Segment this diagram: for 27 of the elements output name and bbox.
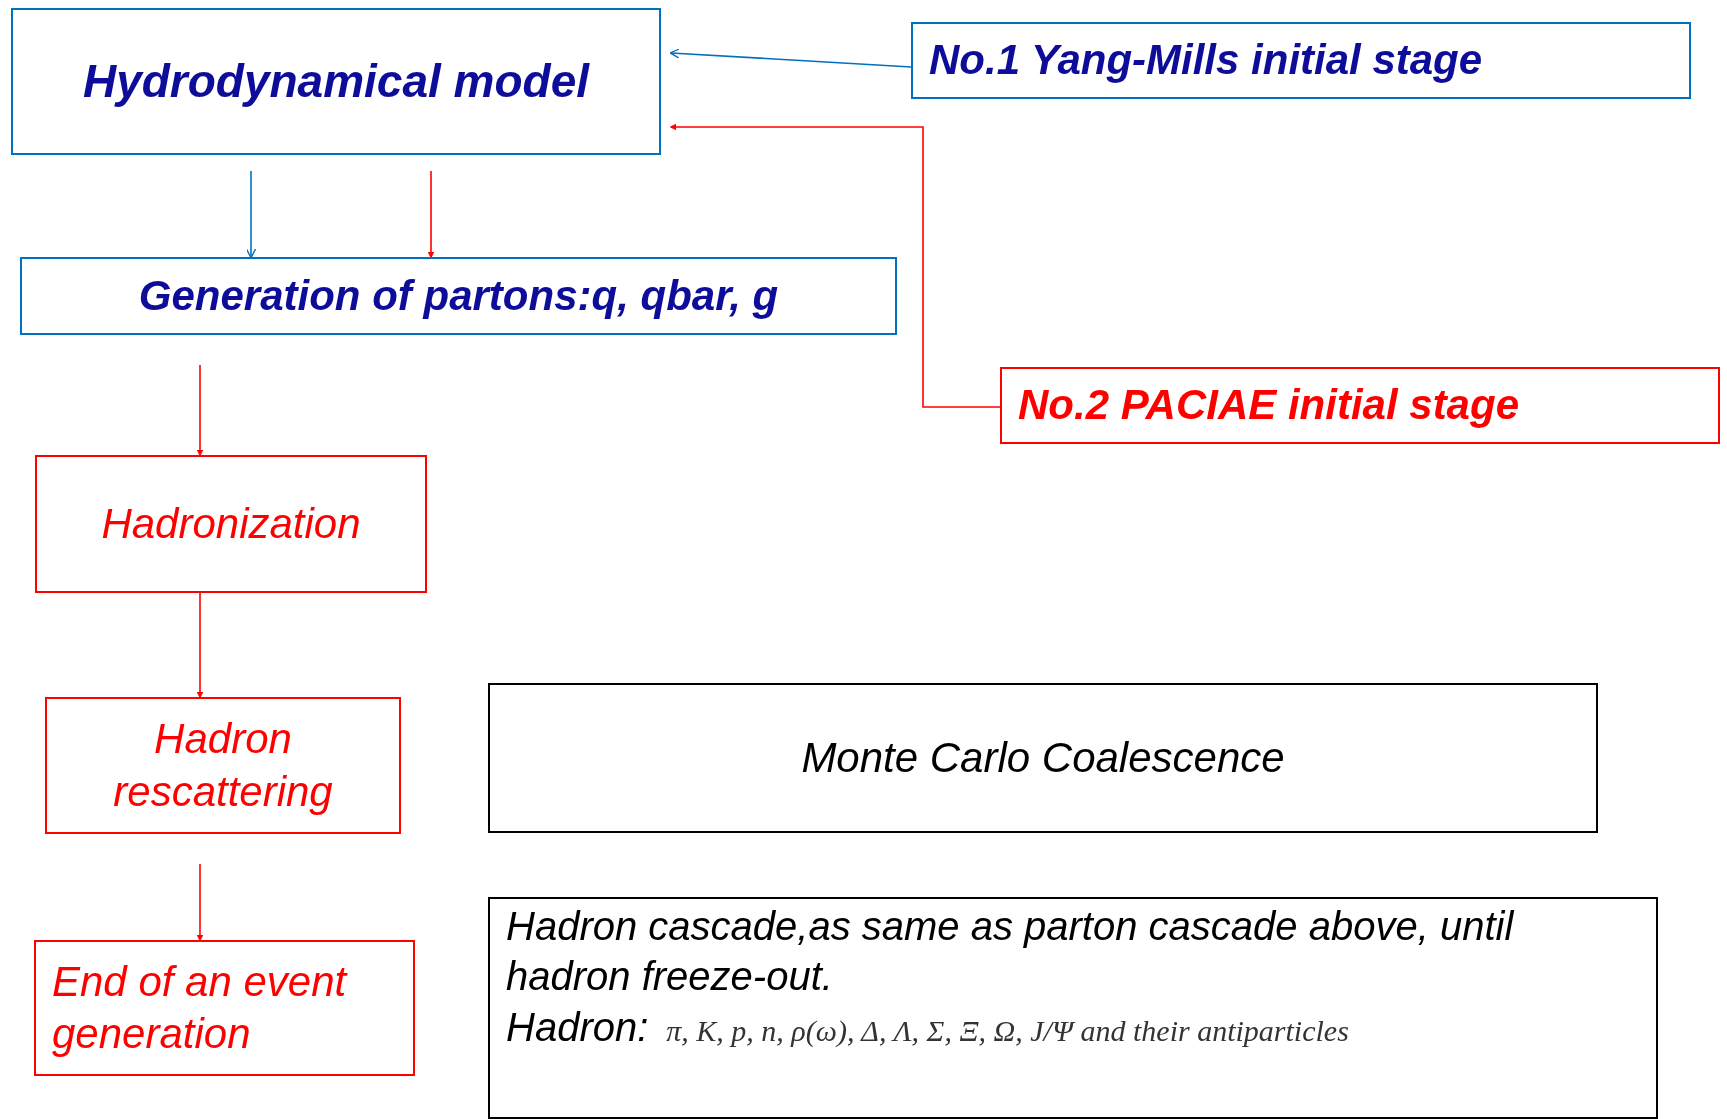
process-box: [35, 455, 427, 593]
list-heading: Hadron:: [506, 1005, 649, 1050]
node-label: No.1 Yang-Mills initial stage: [929, 35, 1484, 86]
node-label: Generation of partons:q, qbar, g: [137, 270, 780, 321]
arrow: [245, 170, 257, 259]
arrow: [669, 123, 1001, 408]
node-label: Hadron rescattering: [112, 714, 334, 817]
process-box: [488, 897, 1658, 1119]
particle-list: π, K, p, n, ρ(ω), Δ, Λ, Σ, Ξ, Ω, J/Ψ and their antiparticles: [666, 1014, 1349, 1048]
arrow: [196, 863, 204, 942]
process-box: [45, 697, 401, 834]
arrow: [196, 592, 204, 699]
node-label: End of an event generation: [52, 956, 349, 1059]
process-box: [11, 8, 661, 155]
process-box: [20, 257, 897, 335]
description-text: Hadron cascade,as same as parton cascade above, until hadron freeze-out.: [506, 903, 1516, 1000]
node-label: Hydrodynamical model: [81, 53, 591, 109]
process-box: [34, 940, 415, 1076]
node-label: Monte Carlo Coalescence: [800, 732, 1286, 783]
process-box: [911, 22, 1691, 99]
arrow: [669, 48, 912, 68]
process-box: [1000, 367, 1720, 444]
node-label: Hadronization: [100, 498, 362, 549]
process-box: [488, 683, 1598, 833]
node-label: No.2 PACIAE initial stage: [1018, 380, 1520, 431]
arrow: [427, 170, 435, 259]
arrow: [196, 364, 204, 457]
